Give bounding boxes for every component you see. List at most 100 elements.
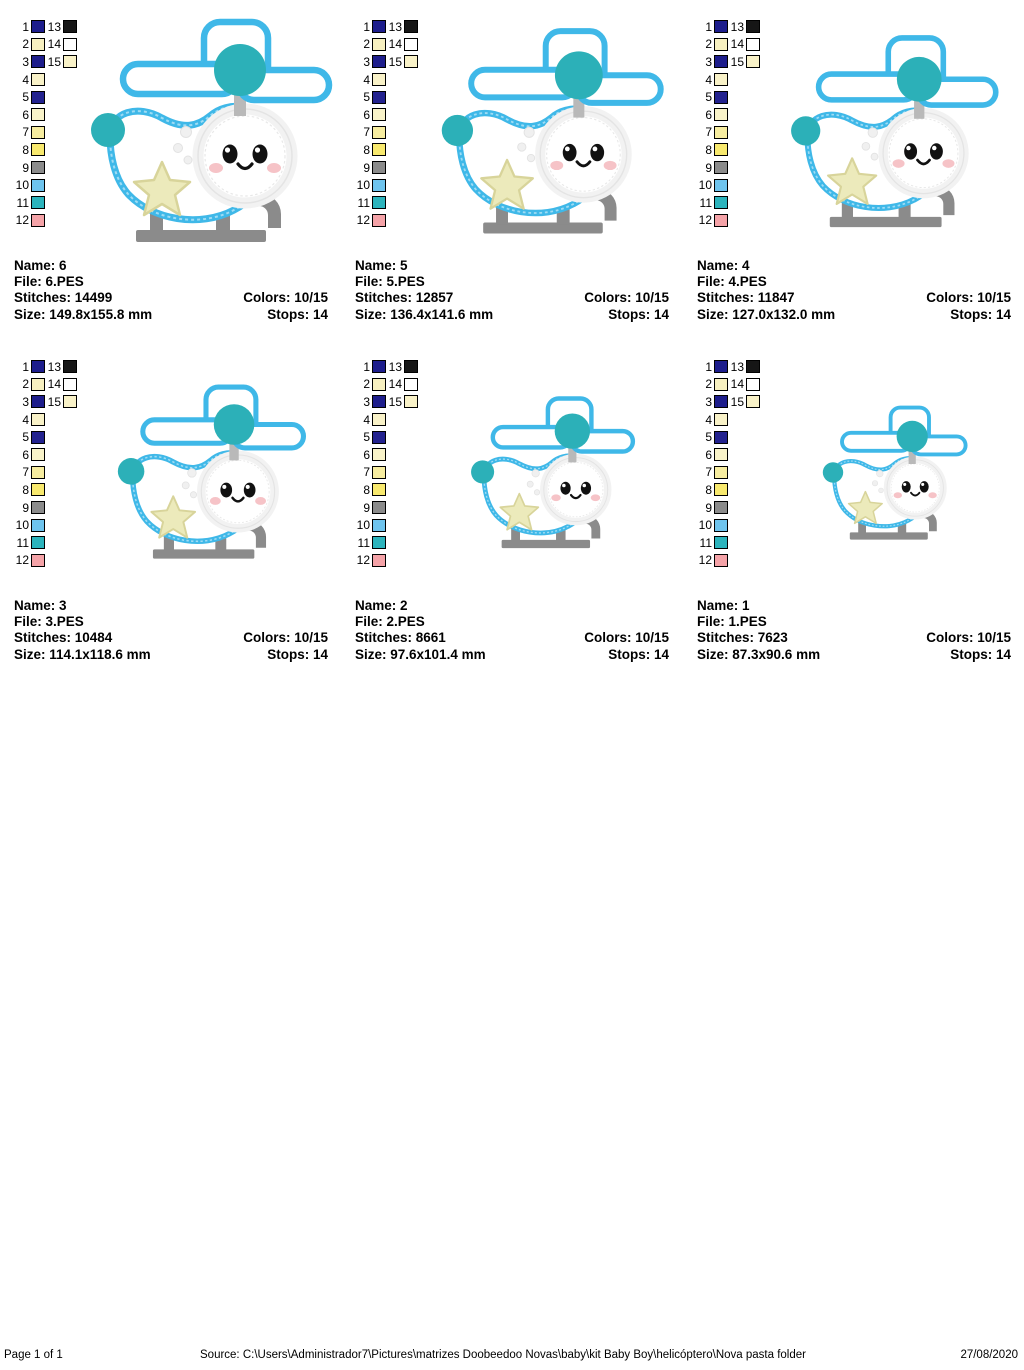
- legend-swatch[interactable]: [746, 377, 760, 391]
- legend-swatch[interactable]: [404, 20, 418, 34]
- legend-swatch[interactable]: [404, 55, 418, 69]
- legend-swatch[interactable]: [714, 161, 728, 175]
- legend-swatch[interactable]: [372, 360, 386, 374]
- legend-swatch[interactable]: [31, 536, 45, 550]
- legend-swatch[interactable]: [31, 178, 45, 192]
- legend-swatch[interactable]: [372, 448, 386, 462]
- legend-swatch[interactable]: [31, 143, 45, 157]
- legend-swatch[interactable]: [372, 536, 386, 550]
- legend-swatch[interactable]: [31, 108, 45, 122]
- design-preview[interactable]: [429, 8, 679, 256]
- legend-swatch[interactable]: [31, 518, 45, 532]
- legend-swatch[interactable]: [63, 20, 77, 34]
- legend-swatch[interactable]: [746, 37, 760, 51]
- legend-swatch[interactable]: [714, 73, 728, 87]
- legend-swatch[interactable]: [31, 73, 45, 87]
- legend-swatch[interactable]: [31, 377, 45, 391]
- legend-row: 7: [697, 464, 767, 482]
- legend-swatch[interactable]: [372, 465, 386, 479]
- legend-swatch[interactable]: [31, 37, 45, 51]
- legend-swatch[interactable]: [31, 501, 45, 515]
- legend-swatch[interactable]: [31, 213, 45, 227]
- legend-swatch[interactable]: [714, 430, 728, 444]
- legend-swatch[interactable]: [714, 501, 728, 515]
- legend-swatch[interactable]: [372, 108, 386, 122]
- legend-swatch[interactable]: [372, 20, 386, 34]
- legend-swatch[interactable]: [404, 395, 418, 409]
- legend-swatch[interactable]: [31, 395, 45, 409]
- legend-swatch[interactable]: [714, 465, 728, 479]
- legend-swatch[interactable]: [31, 125, 45, 139]
- design-preview[interactable]: [88, 8, 338, 256]
- legend-swatch[interactable]: [714, 178, 728, 192]
- legend-swatch[interactable]: [63, 360, 77, 374]
- legend-swatch[interactable]: [372, 483, 386, 497]
- legend-swatch[interactable]: [714, 448, 728, 462]
- legend-swatch[interactable]: [372, 143, 386, 157]
- legend-swatch[interactable]: [714, 20, 728, 34]
- legend-swatch[interactable]: [404, 360, 418, 374]
- legend-swatch[interactable]: [714, 108, 728, 122]
- legend-swatch[interactable]: [63, 377, 77, 391]
- legend-swatch[interactable]: [714, 90, 728, 104]
- design-preview[interactable]: [429, 348, 679, 596]
- legend-row: 12: [697, 212, 767, 230]
- legend-swatch[interactable]: [372, 377, 386, 391]
- legend-swatch[interactable]: [714, 518, 728, 532]
- legend-swatch[interactable]: [372, 395, 386, 409]
- legend-swatch[interactable]: [714, 196, 728, 210]
- legend-swatch[interactable]: [372, 518, 386, 532]
- legend-swatch[interactable]: [31, 553, 45, 567]
- legend-swatch[interactable]: [714, 395, 728, 409]
- legend-swatch[interactable]: [372, 501, 386, 515]
- legend-swatch[interactable]: [372, 37, 386, 51]
- legend-swatch[interactable]: [63, 37, 77, 51]
- legend-swatch[interactable]: [31, 483, 45, 497]
- legend-swatch[interactable]: [372, 553, 386, 567]
- legend-swatch[interactable]: [714, 125, 728, 139]
- legend-swatch[interactable]: [714, 536, 728, 550]
- legend-swatch[interactable]: [746, 55, 760, 69]
- legend-swatch[interactable]: [372, 125, 386, 139]
- legend-swatch[interactable]: [404, 377, 418, 391]
- legend-swatch[interactable]: [714, 553, 728, 567]
- legend-swatch[interactable]: [372, 73, 386, 87]
- legend-swatch[interactable]: [31, 90, 45, 104]
- legend-swatch[interactable]: [31, 448, 45, 462]
- legend-swatch[interactable]: [31, 413, 45, 427]
- legend-swatch[interactable]: [746, 20, 760, 34]
- legend-swatch[interactable]: [31, 465, 45, 479]
- legend-swatch[interactable]: [746, 395, 760, 409]
- design-file-line: File: 6.PES: [14, 274, 84, 290]
- legend-swatch[interactable]: [714, 377, 728, 391]
- legend-swatch[interactable]: [372, 196, 386, 210]
- legend-swatch[interactable]: [714, 37, 728, 51]
- legend-swatch[interactable]: [714, 413, 728, 427]
- legend-swatch[interactable]: [31, 20, 45, 34]
- legend-swatch[interactable]: [714, 483, 728, 497]
- design-preview[interactable]: [88, 348, 338, 596]
- legend-swatch[interactable]: [714, 213, 728, 227]
- legend-swatch[interactable]: [404, 37, 418, 51]
- legend-swatch[interactable]: [372, 55, 386, 69]
- legend-swatch[interactable]: [372, 90, 386, 104]
- legend-swatch[interactable]: [372, 161, 386, 175]
- legend-swatch[interactable]: [372, 213, 386, 227]
- legend-swatch[interactable]: [372, 413, 386, 427]
- design-preview[interactable]: [771, 8, 1021, 256]
- legend-swatch[interactable]: [31, 161, 45, 175]
- legend-swatch[interactable]: [714, 360, 728, 374]
- legend-swatch[interactable]: [714, 143, 728, 157]
- legend-swatch[interactable]: [63, 395, 77, 409]
- legend-swatch[interactable]: [372, 430, 386, 444]
- legend-swatch[interactable]: [31, 430, 45, 444]
- legend-swatch[interactable]: [31, 55, 45, 69]
- legend-swatch[interactable]: [31, 360, 45, 374]
- legend-swatch[interactable]: [714, 55, 728, 69]
- legend-swatch[interactable]: [372, 178, 386, 192]
- design-preview[interactable]: [771, 348, 1021, 596]
- legend-swatch[interactable]: [746, 360, 760, 374]
- legend-swatch[interactable]: [63, 55, 77, 69]
- legend-index: 9: [705, 500, 712, 515]
- legend-swatch[interactable]: [31, 196, 45, 210]
